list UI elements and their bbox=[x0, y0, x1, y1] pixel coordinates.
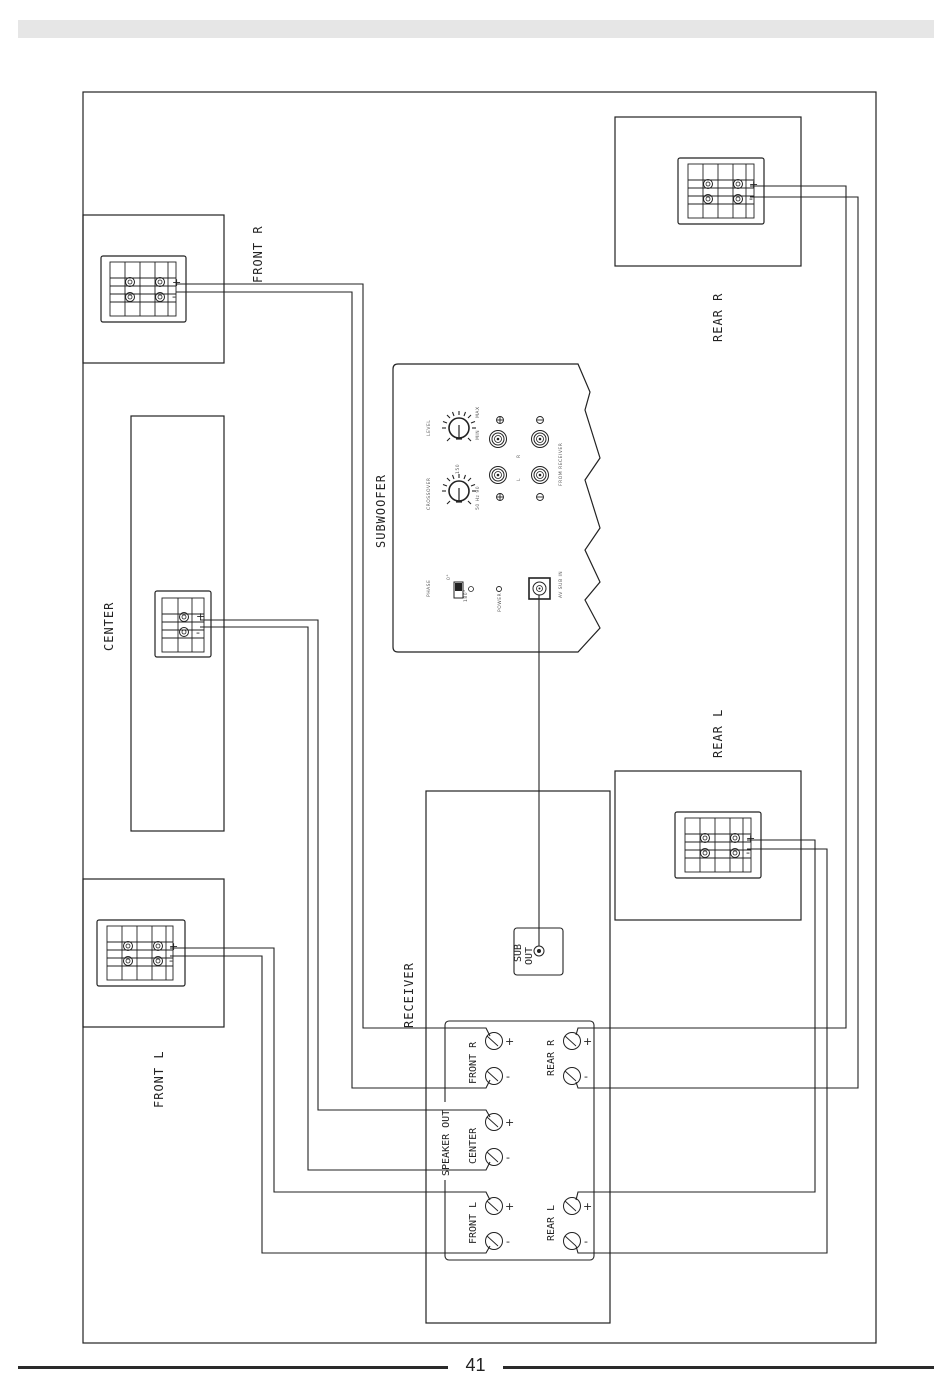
svg-text:+: + bbox=[746, 832, 755, 845]
speaker-out-label: SPEAKER OUT bbox=[441, 1110, 452, 1176]
av-sub-in-label: AV SUB IN bbox=[558, 571, 564, 598]
front-r-label: FRONT R bbox=[251, 225, 265, 283]
subwoofer-panel bbox=[393, 364, 600, 652]
plus-sign: + bbox=[505, 1035, 514, 1048]
rx-front-l-label: FRONT L bbox=[468, 1202, 479, 1244]
svg-text:-: - bbox=[196, 626, 200, 639]
center-label: CENTER bbox=[102, 602, 116, 651]
rear-r-label: REAR R bbox=[711, 293, 725, 342]
minus-sign: - bbox=[506, 1070, 510, 1083]
svg-text:-: - bbox=[172, 290, 176, 303]
rx-rear-r-label: REAR R bbox=[546, 1039, 557, 1076]
plus-symbol-icon bbox=[497, 494, 504, 501]
rear-l-speaker: + - bbox=[615, 771, 801, 920]
max-label: MAX bbox=[475, 406, 481, 418]
crossover-label: CROSSOVER bbox=[426, 477, 432, 510]
receiver-panel bbox=[426, 791, 610, 1323]
r-channel-label: R bbox=[516, 454, 522, 458]
svg-text:+: + bbox=[749, 178, 758, 191]
minus-sign: - bbox=[584, 1235, 588, 1248]
page-number: 41 bbox=[448, 1355, 503, 1376]
rx-rear-l-label: REAR L bbox=[546, 1205, 557, 1241]
plus-symbol-icon bbox=[497, 417, 504, 424]
power-label: POWER bbox=[497, 593, 503, 612]
rear-r-speaker: + - bbox=[615, 117, 801, 266]
front-l-speaker: + - bbox=[83, 879, 224, 1027]
subwoofer-title: SUBWOOFER bbox=[374, 474, 388, 548]
svg-text:+: + bbox=[169, 940, 178, 953]
footer-rule-right bbox=[503, 1366, 934, 1369]
receiver-title: RECEIVER bbox=[402, 962, 416, 1028]
plus-sign: + bbox=[583, 1035, 592, 1048]
level-label: LEVEL bbox=[426, 420, 432, 436]
center-speaker: + - bbox=[131, 416, 224, 831]
front-r-speaker: + - bbox=[83, 215, 224, 363]
svg-text:-: - bbox=[749, 192, 753, 205]
phase-180-label: 180° bbox=[463, 589, 469, 602]
min-label: MIN bbox=[475, 430, 481, 440]
phase-0-label: 0° bbox=[446, 574, 452, 580]
sub-out-label-1: SUB bbox=[513, 944, 524, 962]
plus-sign: + bbox=[505, 1116, 514, 1129]
rx-front-r-label: FRONT R bbox=[468, 1041, 479, 1084]
svg-text:-: - bbox=[746, 846, 750, 859]
plus-sign: + bbox=[583, 1200, 592, 1213]
plus-sign: + bbox=[505, 1200, 514, 1213]
phase-label: PHASE bbox=[426, 580, 432, 597]
rx-center-label: CENTER bbox=[468, 1127, 479, 1164]
svg-text:+: + bbox=[172, 276, 181, 289]
from-receiver-label: FROM RECEIVER bbox=[558, 443, 564, 486]
front-l-label: FRONT L bbox=[152, 1050, 166, 1108]
footer-rule-left bbox=[18, 1366, 448, 1369]
sub-out-label-2: OUT bbox=[524, 947, 535, 965]
crossover-top-label: 150 bbox=[455, 464, 461, 474]
svg-text:+: + bbox=[196, 610, 205, 623]
rear-l-label: REAR L bbox=[711, 709, 725, 758]
l-channel-label: L bbox=[516, 478, 522, 481]
minus-sign: - bbox=[506, 1235, 510, 1248]
crossover-hz-label: 50 Hz 90 bbox=[475, 486, 481, 510]
minus-sign: - bbox=[584, 1070, 588, 1083]
minus-sign: - bbox=[506, 1151, 510, 1164]
